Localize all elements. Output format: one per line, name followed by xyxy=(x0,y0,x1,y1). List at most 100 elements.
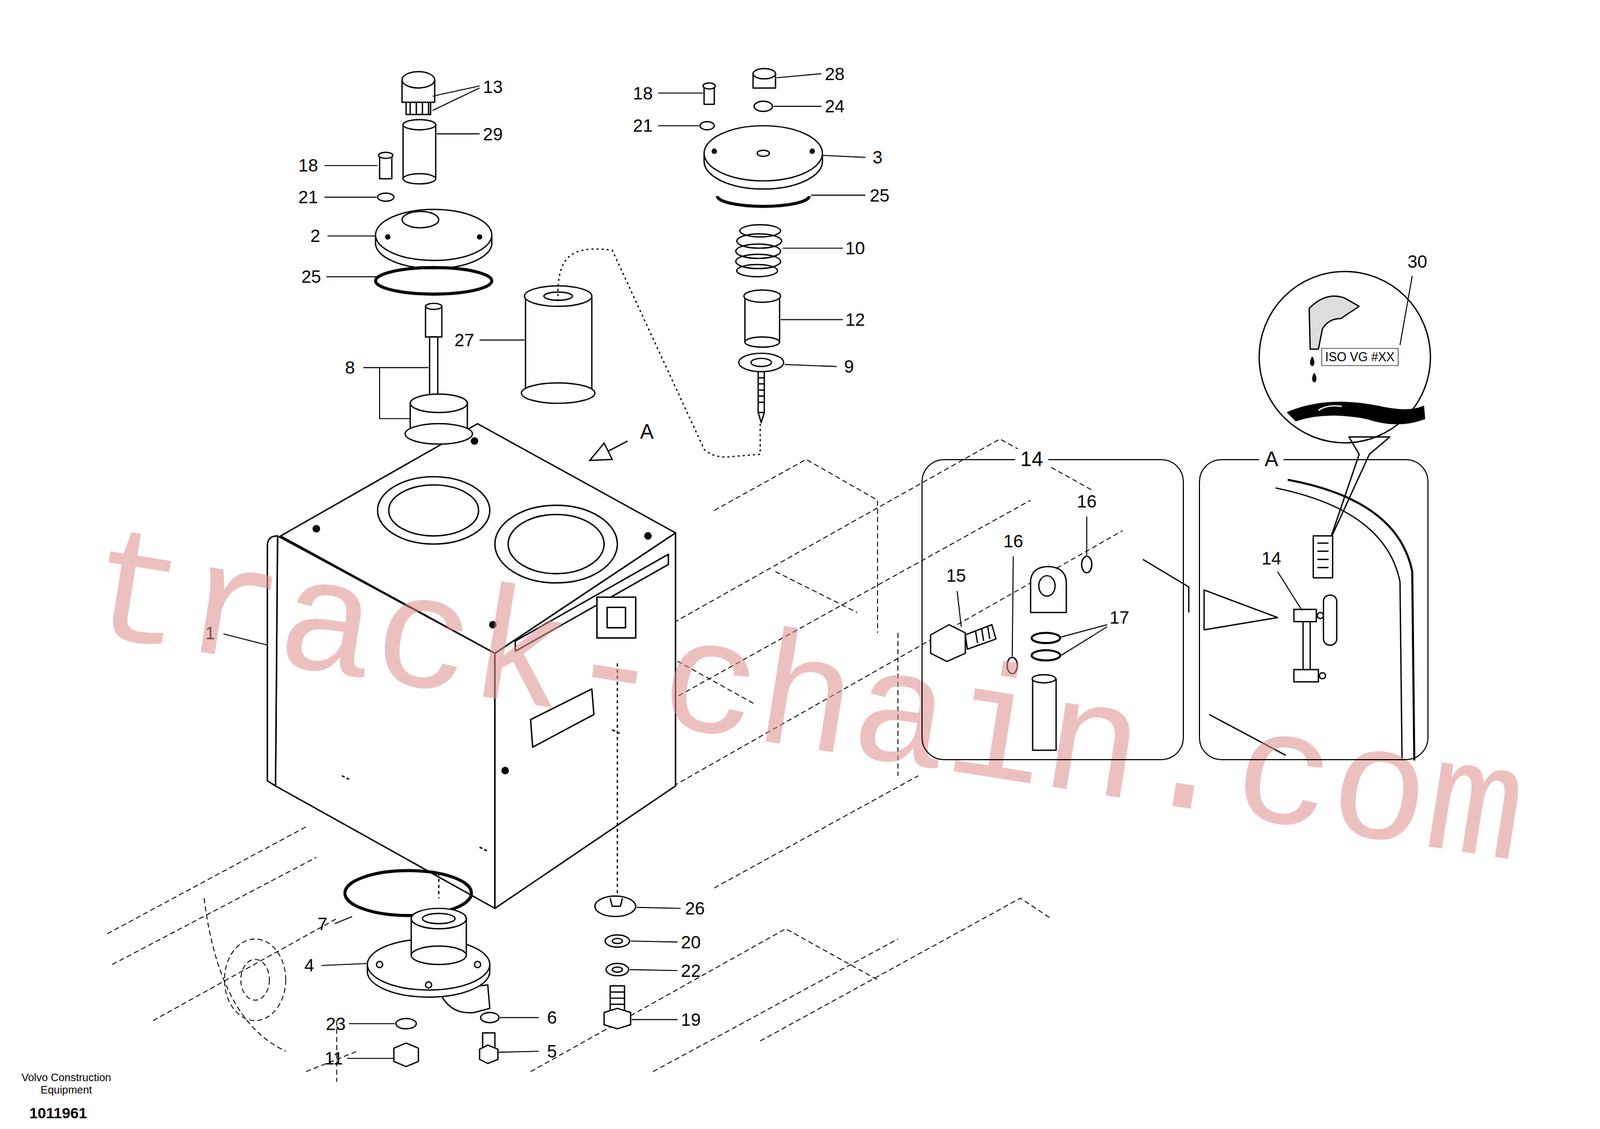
bottom-parts xyxy=(394,1043,419,1067)
hydraulic-tank xyxy=(313,525,320,532)
tank-parts xyxy=(703,82,716,89)
leader-lines xyxy=(1400,275,1413,346)
leader-lines xyxy=(782,247,844,249)
label-anchor: 1011961 xyxy=(29,1105,87,1121)
tank-parts xyxy=(410,394,468,413)
tank-parts xyxy=(700,121,715,130)
oil-nozzle-icon xyxy=(1309,296,1360,350)
leader-lines xyxy=(1012,556,1014,657)
callout-number: 2 xyxy=(310,226,320,245)
callout-number: 27 xyxy=(454,331,475,349)
tank-parts xyxy=(429,337,438,401)
leader-lines xyxy=(432,88,480,111)
bottom-parts xyxy=(610,991,625,1005)
leader-lines xyxy=(327,235,376,237)
detail-circle: ISO VG #XX xyxy=(1258,270,1432,445)
label-anchor: 12 xyxy=(845,310,866,329)
label-anchor: 8 xyxy=(345,358,355,377)
bottom-parts xyxy=(422,913,456,924)
callout-number: 30 xyxy=(1407,252,1428,270)
sight-gauge-detail xyxy=(1038,575,1055,597)
label-anchor: 10 xyxy=(845,239,866,257)
leader-lines xyxy=(324,165,378,167)
tank-parts xyxy=(758,371,764,413)
leader-lines xyxy=(776,73,822,78)
callout-number: 22 xyxy=(681,961,702,980)
label-anchor: 7 xyxy=(317,914,328,933)
oil-nozzle-icon xyxy=(1287,296,1425,424)
leader-lines xyxy=(334,916,353,924)
bottom-parts xyxy=(425,981,432,988)
sight-gauge-detail xyxy=(975,626,990,644)
bottom-parts xyxy=(411,908,467,930)
bottom-parts xyxy=(595,896,637,917)
callout-number: 16 xyxy=(1003,531,1024,550)
label-anchor: 4 xyxy=(304,956,314,975)
callout-number: 20 xyxy=(681,932,702,951)
tank-parts xyxy=(402,71,435,88)
callout-number: 6 xyxy=(547,1008,557,1027)
label-anchor: A xyxy=(640,421,654,442)
watermark: track-chain.com xyxy=(76,510,1536,898)
grade-label: ISO VG #XX xyxy=(1321,348,1399,367)
callout-number: 24 xyxy=(824,97,845,116)
label-anchor: 21 xyxy=(298,188,319,206)
callout-number: 29 xyxy=(482,124,503,143)
view-a-detail xyxy=(1294,669,1319,682)
leader-lines xyxy=(436,133,480,135)
tank-parts xyxy=(410,102,429,115)
callout-number: 18 xyxy=(632,83,653,102)
tank-parts xyxy=(425,306,442,338)
text-anchor: A xyxy=(1259,448,1284,470)
detail-pointers xyxy=(1143,437,1390,631)
leader-lines xyxy=(497,1051,539,1053)
view-a-detail xyxy=(1317,543,1329,568)
label-anchor: 15 xyxy=(946,566,967,585)
oil-nozzle-icon xyxy=(1287,402,1425,425)
leader-lines xyxy=(326,276,377,278)
panel-heading: A xyxy=(1259,448,1284,470)
callout-number: 23 xyxy=(325,1014,346,1033)
bottom-parts xyxy=(612,967,623,973)
callout-number: 4 xyxy=(304,956,314,975)
label-anchor: 3 xyxy=(872,148,883,167)
label-anchor: 19 xyxy=(681,1010,702,1029)
view-a-detail xyxy=(1303,620,1311,672)
leader-lines xyxy=(658,125,699,127)
label-anchor: 9 xyxy=(844,357,854,376)
leader-lines xyxy=(784,364,838,367)
leader-lines xyxy=(821,155,866,158)
label-anchor: 23 xyxy=(325,1014,346,1033)
tank-parts xyxy=(377,193,394,202)
tank-parts xyxy=(558,248,761,457)
callout-number: 21 xyxy=(298,188,319,206)
hydraulic-tank xyxy=(495,505,618,583)
tank-parts xyxy=(403,119,437,130)
hydraulic-tank xyxy=(508,514,604,574)
bottom-parts xyxy=(605,963,629,976)
label-anchor: 14 xyxy=(1261,549,1282,568)
tank-parts xyxy=(375,267,492,295)
label-anchor: 16 xyxy=(1076,491,1097,510)
label-anchor: 13 xyxy=(482,77,503,96)
tank-parts xyxy=(753,68,776,80)
detail-pointers xyxy=(1204,589,1278,630)
leader-lines xyxy=(346,1058,394,1060)
leader-lines xyxy=(629,969,678,971)
label-anchor: 18 xyxy=(298,156,319,175)
tank-parts xyxy=(403,173,437,184)
label-anchor: 28 xyxy=(824,64,845,83)
bottom-parts xyxy=(604,1008,631,1030)
label-anchor: track-chain.com xyxy=(76,510,1536,898)
view-arrow xyxy=(589,440,628,461)
callout-number: 10 xyxy=(845,239,866,257)
tank-parts xyxy=(745,337,781,348)
leader-lines xyxy=(630,940,678,942)
tank-parts xyxy=(712,149,717,154)
callout-number: 11 xyxy=(324,1049,343,1068)
tank-parts xyxy=(758,412,764,423)
tank-parts xyxy=(525,296,592,394)
text-anchor: 14 xyxy=(1015,448,1049,470)
label-anchor: 6 xyxy=(547,1008,557,1027)
